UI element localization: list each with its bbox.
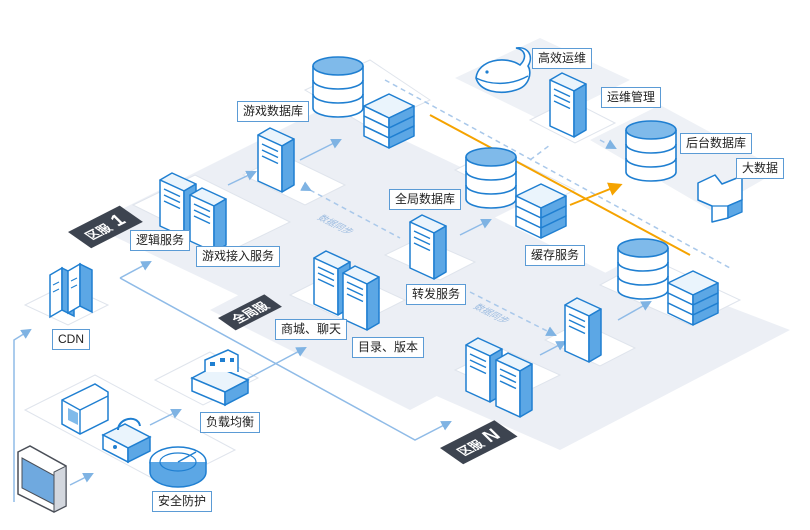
link-to-zone1: [119, 261, 152, 279]
label-logic: 逻辑服务: [130, 230, 191, 251]
sync-line-top: [384, 79, 731, 269]
cdn-icon: [49, 262, 93, 319]
server-zoneN-forward-icon: [564, 297, 602, 363]
label-mall-chat: 商城、聊天: [275, 319, 348, 340]
server-access-icon: [257, 127, 295, 193]
label-cdn: CDN: [52, 329, 90, 350]
server-logic-2-icon: [189, 187, 227, 253]
whale-icon: [475, 46, 532, 94]
label-security: 安全防护: [152, 491, 213, 512]
link-security-lb: [149, 409, 182, 426]
link-zoneN-forward: [539, 341, 567, 356]
label-backend-db: 后台数据库: [680, 133, 753, 154]
label-dir-version: 目录、版本: [352, 337, 425, 358]
label-load-balance: 负载均衡: [200, 412, 261, 433]
radar-icon: [149, 446, 207, 488]
sync-line-zone1: [300, 181, 401, 239]
orange-flow-line: [429, 114, 691, 256]
link-lb-mall: [244, 347, 307, 381]
link-access-db: [299, 139, 342, 161]
game-db-icon: [312, 56, 364, 118]
server-zoneN-2-icon: [495, 352, 533, 418]
lock-icon: [101, 417, 152, 464]
link-logic-access: [227, 170, 257, 186]
link-zoneN-db: [617, 300, 652, 321]
game-db-cache-icon: [363, 93, 415, 149]
zoneN-db-icon: [617, 238, 669, 300]
sync-line-backend: [599, 139, 617, 149]
monitor-icon: [17, 445, 67, 513]
sync-line-ops: [529, 144, 551, 161]
label-game-db: 游戏数据库: [237, 101, 310, 122]
link-client-security: [69, 473, 94, 486]
cache-service-icon: [515, 183, 567, 239]
link-forward-globaldb: [459, 219, 492, 236]
server-directory-icon: [342, 265, 380, 331]
load-balance-icon: [190, 349, 250, 407]
sync-line-zoneN: [469, 291, 557, 336]
server-forward-icon: [409, 214, 447, 280]
label-game-access: 游戏接入服务: [196, 246, 281, 267]
link-client-cdn: [13, 328, 32, 502]
orange-flow-arrow: [569, 182, 623, 206]
global-db-icon: [465, 147, 517, 209]
label-global-db: 全局数据库: [389, 189, 462, 210]
label-forward: 转发服务: [406, 284, 467, 305]
label-ops-mgmt: 运维管理: [601, 87, 662, 108]
link-to-zoneN: [119, 277, 452, 441]
shield-icon: [61, 383, 109, 435]
backend-db-icon: [625, 120, 677, 182]
label-efficient-ops: 高效运维: [532, 48, 593, 69]
big-data-icon: [697, 174, 743, 223]
label-big-data: 大数据: [736, 158, 785, 179]
label-cache: 缓存服务: [525, 245, 586, 266]
zoneN-cache-icon: [667, 270, 719, 326]
server-ops-mgmt-icon: [549, 72, 587, 138]
